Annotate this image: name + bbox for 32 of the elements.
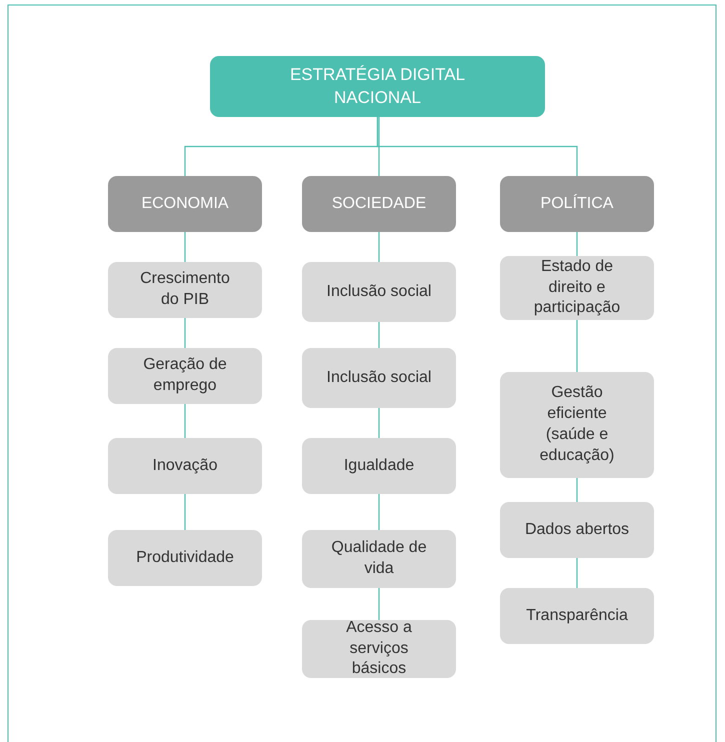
connector-line xyxy=(378,232,380,262)
connector-line xyxy=(184,404,186,438)
connector-line xyxy=(184,232,186,262)
item-box: Dados abertos xyxy=(500,502,654,558)
item-box: Geração de emprego xyxy=(108,348,262,404)
connector-line xyxy=(576,558,578,588)
connector-line xyxy=(376,117,578,176)
connector-line xyxy=(576,478,578,502)
item-box: Transparência xyxy=(500,588,654,644)
item-box: Estado de direito e participação xyxy=(500,256,654,320)
category-box: ECONOMIA xyxy=(108,176,262,232)
item-box: Qualidade de vida xyxy=(302,530,456,588)
item-box: Inovação xyxy=(108,438,262,494)
item-box: Igualdade xyxy=(302,438,456,494)
category-box: POLÍTICA xyxy=(500,176,654,232)
connector-line xyxy=(378,408,380,438)
connector-line xyxy=(576,232,578,256)
item-box: Inclusão social xyxy=(302,348,456,408)
item-box: Produtividade xyxy=(108,530,262,586)
connector-line xyxy=(576,320,578,372)
item-box: Gestão eficiente (saúde e educação) xyxy=(500,372,654,478)
item-box: Acesso a serviços básicos xyxy=(302,620,456,678)
item-box: Crescimento do PIB xyxy=(108,262,262,318)
connector-line xyxy=(378,322,380,348)
connector-line xyxy=(184,318,186,348)
item-box: Inclusão social xyxy=(302,262,456,322)
connector-line xyxy=(378,588,380,620)
title-box: ESTRATÉGIA DIGITAL NACIONAL xyxy=(210,56,545,117)
connector-line xyxy=(378,117,380,176)
category-box: SOCIEDADE xyxy=(302,176,456,232)
connector-line xyxy=(378,494,380,530)
connector-line xyxy=(184,494,186,530)
